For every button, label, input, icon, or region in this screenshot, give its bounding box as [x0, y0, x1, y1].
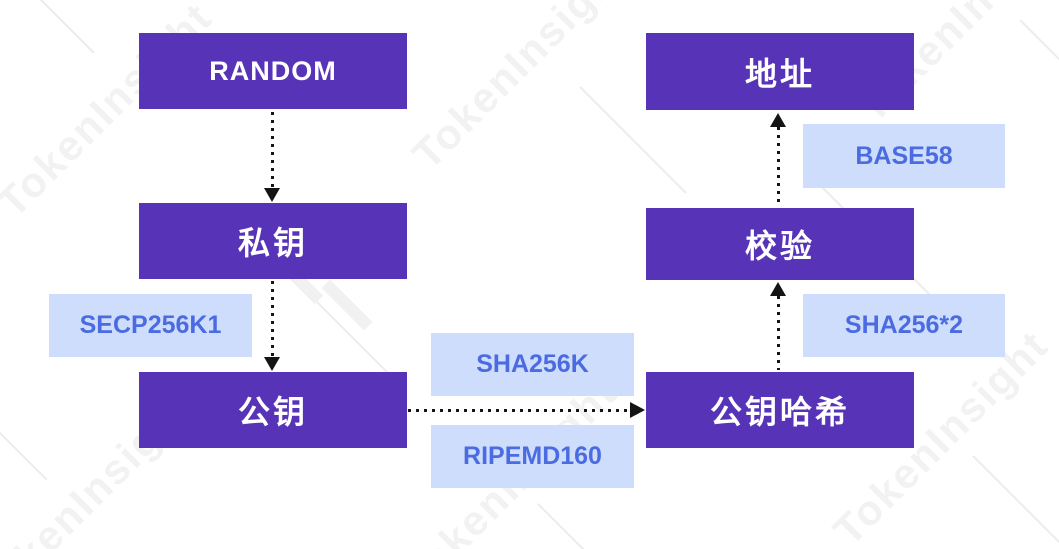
label-ripemd160: RIPEMD160	[431, 425, 634, 488]
label-base58: BASE58	[803, 124, 1005, 188]
arrow-pubkey-hash-to-checksum	[777, 296, 780, 370]
node-pubkey-hash: 公钥哈希	[646, 372, 914, 448]
watermark-diagonal-line	[0, 415, 48, 481]
arrowhead-down-icon	[264, 188, 280, 202]
arrowhead-down-icon	[264, 357, 280, 371]
watermark-diagonal-line	[291, 276, 399, 384]
node-checksum: 校验	[646, 208, 914, 280]
watermark-glyph-fragment	[321, 279, 373, 331]
watermark-diagonal-line	[15, 0, 95, 54]
arrow-private-key-to-public-key	[271, 281, 274, 357]
node-random: RANDOM	[139, 33, 407, 109]
arrow-public-key-to-pubkey-hash	[408, 409, 630, 412]
node-address: 地址	[646, 33, 914, 110]
node-public-key: 公钥	[139, 372, 407, 448]
watermark-diagonal-line	[537, 503, 595, 549]
watermark-diagonal-line	[1019, 19, 1059, 71]
arrow-checksum-to-address	[777, 127, 780, 204]
label-sha256x2: SHA256*2	[803, 294, 1005, 357]
watermark-diagonal-line	[972, 455, 1059, 549]
label-sha256k: SHA256K	[431, 333, 634, 396]
arrowhead-up-icon	[770, 282, 786, 296]
arrow-random-to-private-key	[271, 112, 274, 188]
arrowhead-right-icon	[630, 402, 645, 418]
node-private-key: 私钥	[139, 203, 407, 279]
arrowhead-up-icon	[770, 113, 786, 127]
watermark-text: TokenInsight	[403, 0, 637, 179]
label-secp256k1: SECP256K1	[49, 294, 252, 357]
